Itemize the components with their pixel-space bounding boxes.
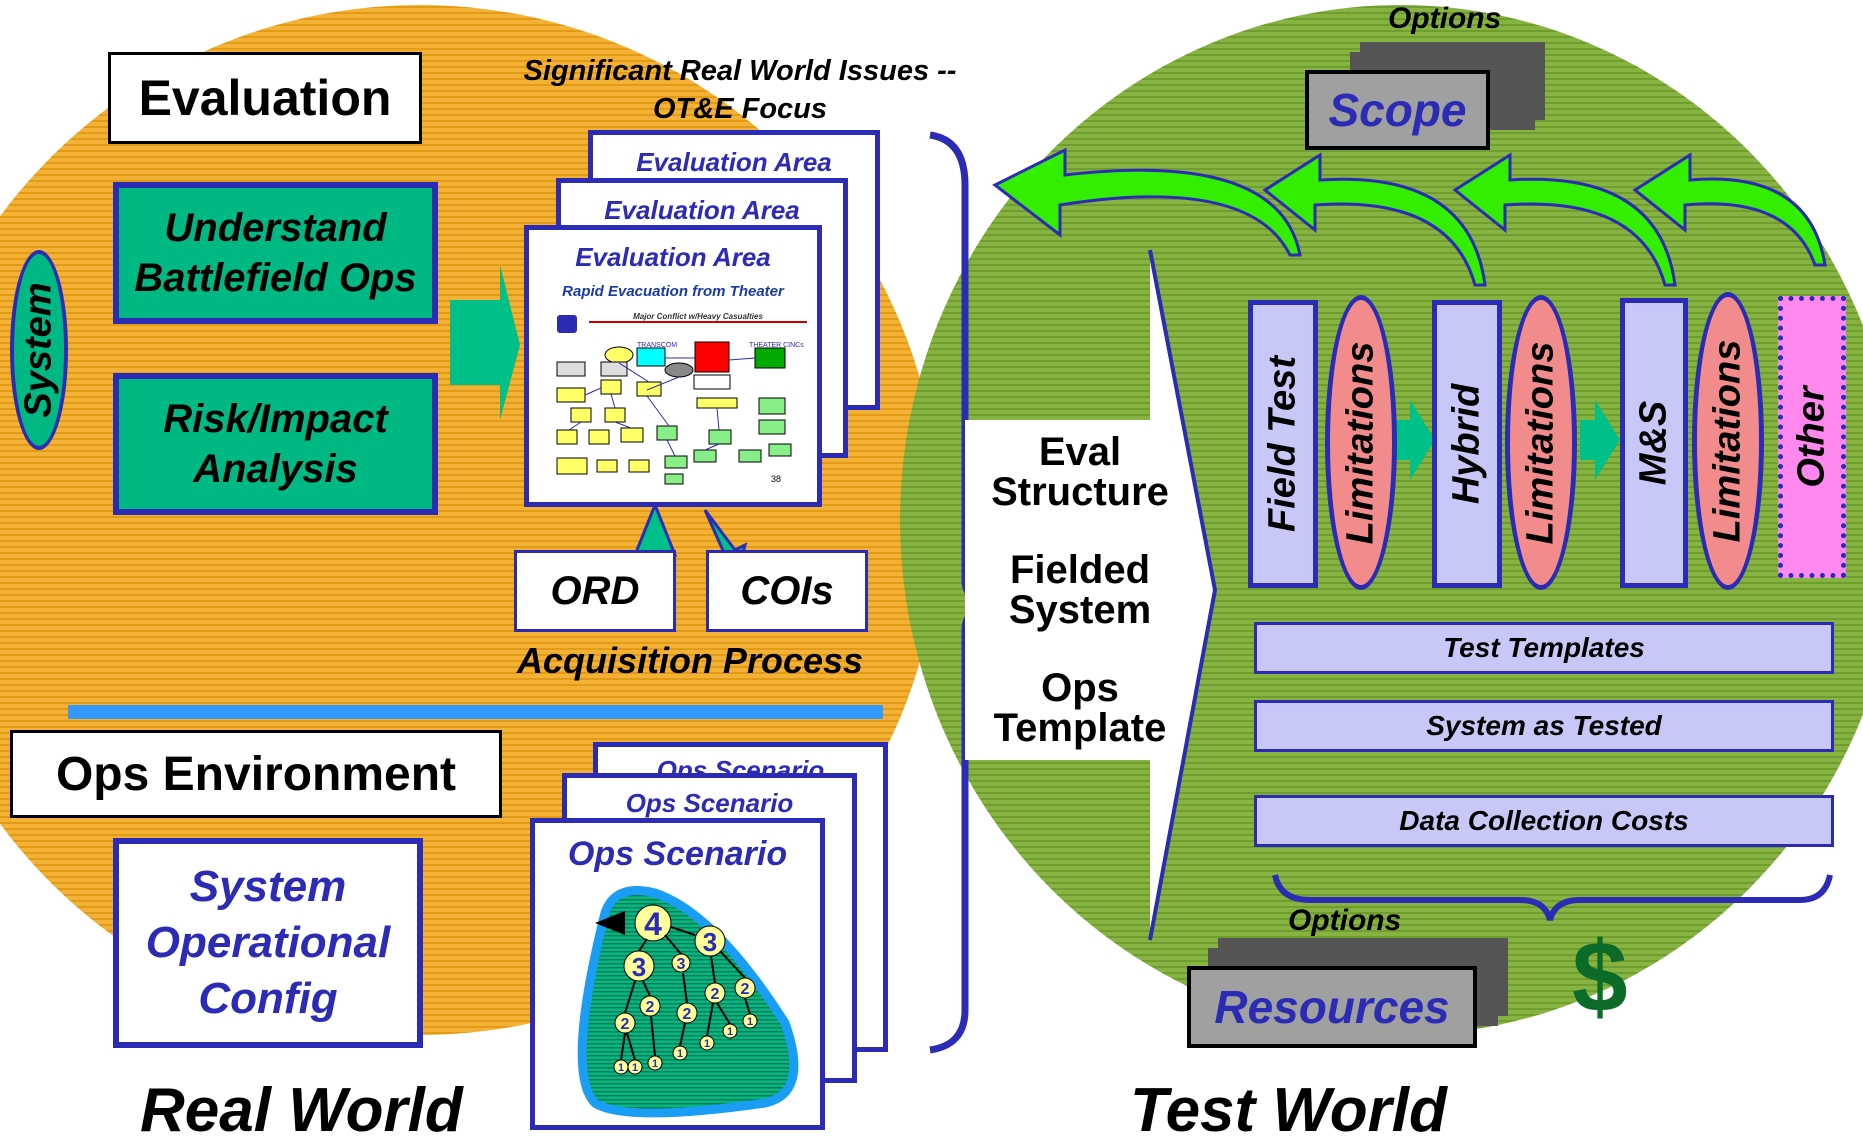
limitations-ellipse-2: Limitations	[1505, 295, 1577, 590]
svg-text:1: 1	[632, 1062, 638, 1074]
svg-text:1: 1	[618, 1062, 624, 1074]
svg-text:1: 1	[677, 1048, 683, 1060]
col-arrow-1	[1395, 400, 1435, 480]
evaluation-label: Evaluation	[108, 52, 422, 144]
mini-flowchart	[556, 341, 792, 485]
limitations-ellipse-3: Limitations	[1692, 292, 1764, 590]
svg-text:1: 1	[727, 1026, 733, 1038]
teal-arrow	[450, 265, 520, 420]
real-world-title: Real World	[140, 1076, 463, 1145]
ms-column: M&S	[1620, 298, 1688, 588]
field-test-column: Field Test	[1248, 300, 1318, 588]
options-bottom: Options	[1288, 904, 1402, 937]
svg-text:1: 1	[704, 1038, 710, 1050]
eval-page-1: Evaluation Area Rapid Evacuation from Th…	[524, 225, 822, 507]
svg-text:1: 1	[747, 1016, 753, 1028]
scenario-graph: 4 3 3 3 2 2 2 2 2 1 1 1 1 1 1 1	[577, 886, 799, 1118]
options-top: Options	[1388, 2, 1502, 35]
svg-text:2: 2	[646, 999, 655, 1016]
risk-box: Risk/Impact Analysis	[113, 373, 438, 515]
ops-environment-label: Ops Environment	[10, 730, 502, 818]
svg-text:2: 2	[683, 1006, 692, 1023]
ord-box: ORD	[514, 550, 676, 632]
svg-text:3: 3	[677, 956, 686, 973]
cois-box: COIs	[706, 550, 868, 632]
test-templates-bar: Test Templates	[1254, 622, 1834, 674]
acquisition-process: Acquisition Process	[516, 640, 864, 681]
svg-text:3: 3	[632, 952, 646, 982]
system-tested-bar: System as Tested	[1254, 700, 1834, 752]
system-ellipse: System	[10, 250, 68, 450]
svg-text:4: 4	[644, 906, 662, 942]
fielded-system-label: Fielded System	[1008, 548, 1152, 632]
green-arrows	[992, 147, 1827, 287]
dollar-sign: $	[1572, 921, 1628, 1033]
svg-text:2: 2	[621, 1016, 630, 1033]
ops-page-1: Ops Scenario 4 3 3 3 2 2 2 2 2 1 1 1 1 1…	[530, 818, 825, 1130]
resources-box: Resources	[1187, 966, 1477, 1048]
divider-line	[68, 705, 883, 719]
svg-text:1: 1	[652, 1058, 658, 1070]
ops-template-label: Ops Template	[993, 666, 1167, 750]
system-config-box: System Operational Config	[113, 838, 423, 1048]
scope-box: Scope	[1305, 70, 1490, 150]
limitations-ellipse-1: Limitations	[1325, 295, 1397, 590]
significant-issues: Significant Real World Issues -- OT&E Fo…	[523, 55, 957, 125]
eval-structure-label: Eval Structure	[991, 430, 1169, 514]
hybrid-column: Hybrid	[1432, 300, 1502, 588]
white-arrow	[965, 250, 1215, 940]
other-column: Other	[1778, 296, 1846, 578]
svg-text:2: 2	[741, 981, 750, 998]
svg-text:2: 2	[711, 986, 720, 1003]
svg-text:3: 3	[703, 927, 717, 957]
test-world-title: Test World	[1130, 1076, 1447, 1145]
understand-box: Understand Battlefield Ops	[113, 182, 438, 324]
emblem-icon	[557, 315, 577, 333]
bottom-brace	[1272, 874, 1833, 921]
data-costs-bar: Data Collection Costs	[1254, 795, 1834, 847]
col-arrow-2	[1580, 400, 1620, 480]
